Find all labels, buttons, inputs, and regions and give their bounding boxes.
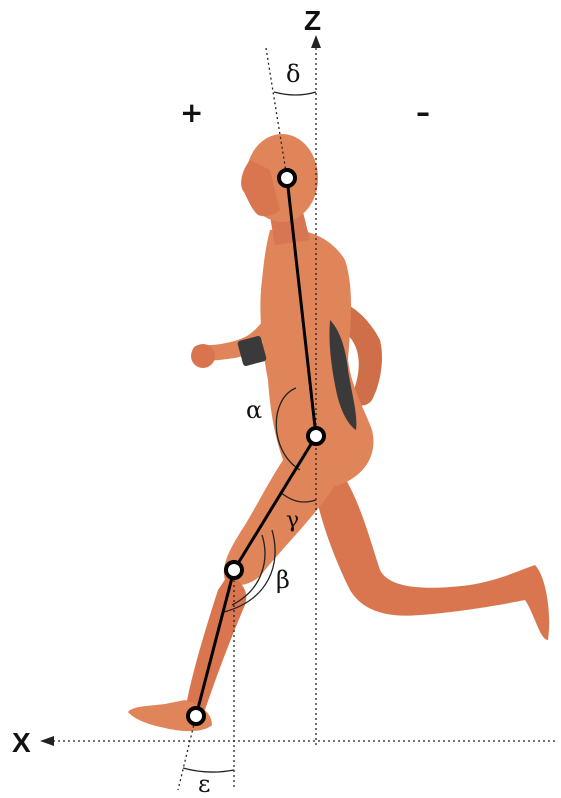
negative-sign: – bbox=[416, 96, 430, 129]
z-axis-label: Z bbox=[304, 5, 321, 36]
runner-figure bbox=[128, 134, 549, 731]
beta-label: β bbox=[276, 566, 290, 594]
positive-sign: + bbox=[180, 96, 203, 129]
z-arrowhead bbox=[311, 35, 321, 48]
x-axis-label: X bbox=[12, 727, 31, 758]
epsilon-label: ε bbox=[198, 770, 210, 798]
knee-marker bbox=[226, 562, 242, 578]
torso bbox=[260, 229, 373, 487]
delta-label: δ bbox=[286, 60, 300, 88]
x-arrowhead bbox=[40, 736, 54, 746]
hip-marker bbox=[308, 428, 324, 444]
delta-arc bbox=[274, 92, 316, 95]
front-shin bbox=[185, 575, 246, 719]
ankle-marker bbox=[188, 708, 204, 724]
rear-leg bbox=[315, 470, 549, 640]
head-marker bbox=[279, 170, 295, 186]
gamma-label: γ bbox=[286, 508, 299, 533]
fist bbox=[191, 344, 215, 368]
alpha-label: α bbox=[246, 396, 262, 424]
